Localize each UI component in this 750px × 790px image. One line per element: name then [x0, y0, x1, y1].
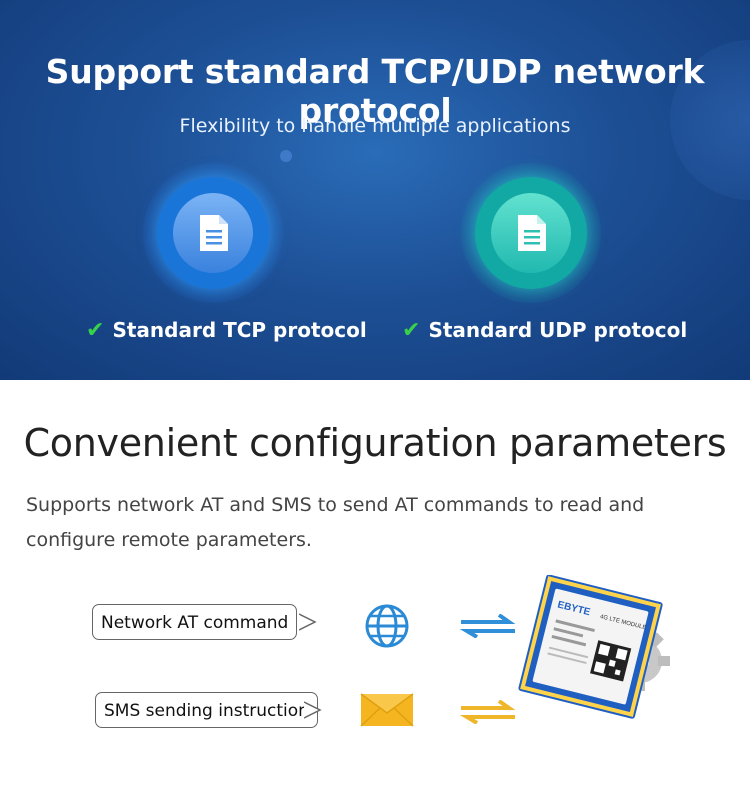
bubble-tail [304, 701, 322, 719]
udp-feature-label: ✔Standard UDP protocol [402, 318, 688, 343]
sms-instruction-label: SMS sending instruction [95, 692, 318, 728]
tcp-protocol-badge [143, 163, 283, 303]
check-icon: ✔ [402, 318, 421, 343]
exchange-arrows-icon [459, 614, 516, 638]
hero-title: Support standard TCP/UDP network protoco… [45, 52, 705, 130]
decorative-glow [280, 150, 292, 162]
document-icon [518, 215, 546, 251]
hero-subtitle: Flexibility to handle multiple applicati… [179, 115, 571, 137]
tcp-feature-label: ✔Standard TCP protocol [86, 318, 367, 343]
hero-banner: Support standard TCP/UDP network protoco… [0, 0, 750, 380]
globe-icon [365, 604, 409, 648]
network-at-command-label: Network AT command [92, 604, 298, 640]
section-title: Convenient configuration parameters [23, 421, 727, 465]
envelope-icon [360, 693, 414, 727]
bubble-tail [299, 613, 317, 631]
udp-protocol-badge [461, 163, 601, 303]
exchange-arrows-icon [459, 700, 516, 724]
document-icon [200, 215, 228, 251]
lte-module-image: EBYTE 4G LTE MODULE [518, 575, 670, 719]
check-icon: ✔ [86, 318, 105, 343]
section-description: Supports network AT and SMS to send AT c… [26, 494, 645, 551]
